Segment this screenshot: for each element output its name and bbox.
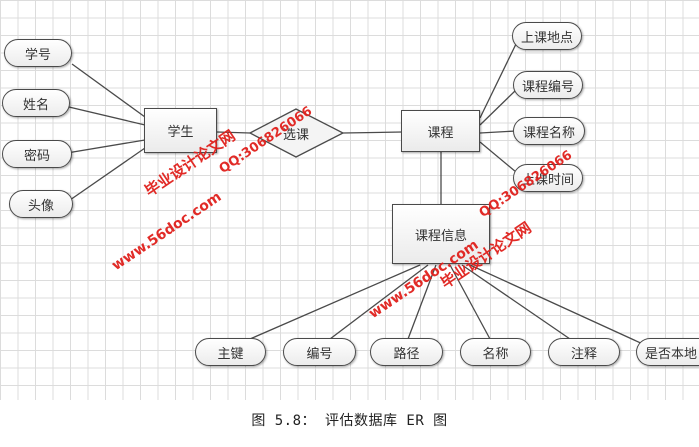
attribute-label: 主键 [217,346,244,362]
attribute-label: 编号 [306,346,333,362]
connector-course-name [479,130,517,134]
relationship-label: 选课 [283,128,310,143]
attribute-label: 学号 [24,47,51,63]
entity-label: 课程 [427,125,454,141]
er-diagram-canvas: 学号 姓名 密码 头像 学生 选课 课程 上课地点 课程编号 课程名称 上课时间… [0,0,699,400]
attribute-label: 注释 [570,346,597,362]
attribute-info-path: 路径 [370,338,443,366]
attribute-course-location: 上课地点 [512,22,582,50]
attribute-label: 课程名称 [522,125,575,141]
attribute-label: 头像 [27,198,54,214]
attribute-label: 姓名 [22,97,49,113]
entity-label: 学生 [167,125,194,140]
figure-caption: 图 5.8： 评估数据库 ER 图 [251,413,448,429]
entity-course: 课程 [401,110,480,152]
connector-info-comment [461,264,571,340]
attribute-label: 上课地点 [520,30,573,46]
attribute-label: 路径 [393,346,420,362]
connector-info-local [469,264,646,346]
attribute-course-time: 上课时间 [513,164,583,192]
entity-course-info: 课程信息 [392,204,490,264]
attribute-student-password: 密码 [2,140,72,168]
attribute-student-id: 学号 [4,39,72,67]
connector-info-path [407,264,437,340]
entity-label: 课程信息 [414,228,467,244]
entity-student: 学生 [144,108,217,153]
attribute-course-name: 课程名称 [513,117,585,145]
connector-course-time [479,141,517,173]
connector-lines [51,43,646,346]
attribute-label: 名称 [482,346,509,362]
attribute-info-local: 是否本地 [636,338,699,366]
attribute-label: 是否本地 [645,346,698,362]
attribute-label: 课程编号 [521,79,574,95]
attribute-label: 上课时间 [521,172,574,188]
grid-background [0,0,699,400]
attribute-label: 密码 [23,148,50,164]
attribute-info-number: 编号 [283,338,356,366]
attribute-student-avatar: 头像 [9,190,73,218]
connector-student-relationship [216,131,251,134]
connector-relationship-course [342,131,403,134]
connector-student-id [71,63,146,118]
attribute-student-name: 姓名 [2,89,70,117]
connector-course-code [479,89,517,126]
attribute-info-name: 名称 [460,338,531,366]
attribute-info-key: 主键 [195,338,266,366]
connector-info-key [249,264,421,340]
attribute-info-comment: 注释 [548,338,620,366]
relationship-diamond [248,108,345,158]
connector-info-name [449,264,491,340]
attribute-course-code: 课程编号 [513,71,583,99]
connector-student-avatar [69,147,146,201]
connector-info-number [329,264,429,340]
connector-course-location [479,43,517,119]
